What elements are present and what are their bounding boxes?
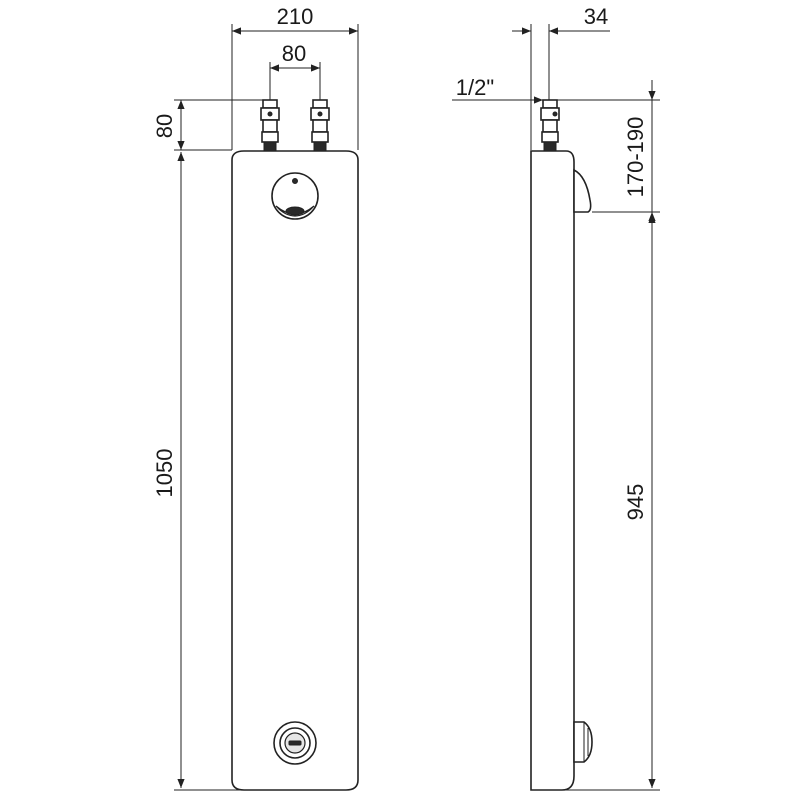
side-panel bbox=[530, 150, 575, 791]
dim-side-height: 945 bbox=[623, 484, 648, 521]
side-push-button bbox=[573, 721, 593, 763]
front-panel bbox=[231, 150, 359, 791]
right-valve bbox=[310, 99, 330, 152]
push-button bbox=[273, 721, 317, 765]
shower-head-outlet bbox=[271, 172, 319, 220]
side-valve bbox=[540, 99, 560, 152]
dim-total-height: 1050 bbox=[152, 449, 177, 498]
dim-side-depth: 34 bbox=[584, 4, 608, 29]
left-valve bbox=[260, 99, 280, 152]
front-view: 210 80 80 1050 bbox=[152, 4, 359, 791]
dim-thread-size: 1/2" bbox=[456, 75, 494, 100]
dim-valve-height: 80 bbox=[152, 114, 177, 138]
dim-front-width: 210 bbox=[277, 4, 314, 29]
side-shower-head bbox=[573, 168, 592, 213]
side-view: 34 1/2" 170-190 945 bbox=[452, 4, 660, 791]
dim-valve-spacing: 80 bbox=[282, 41, 306, 66]
dim-outlet-range: 170-190 bbox=[623, 117, 648, 198]
